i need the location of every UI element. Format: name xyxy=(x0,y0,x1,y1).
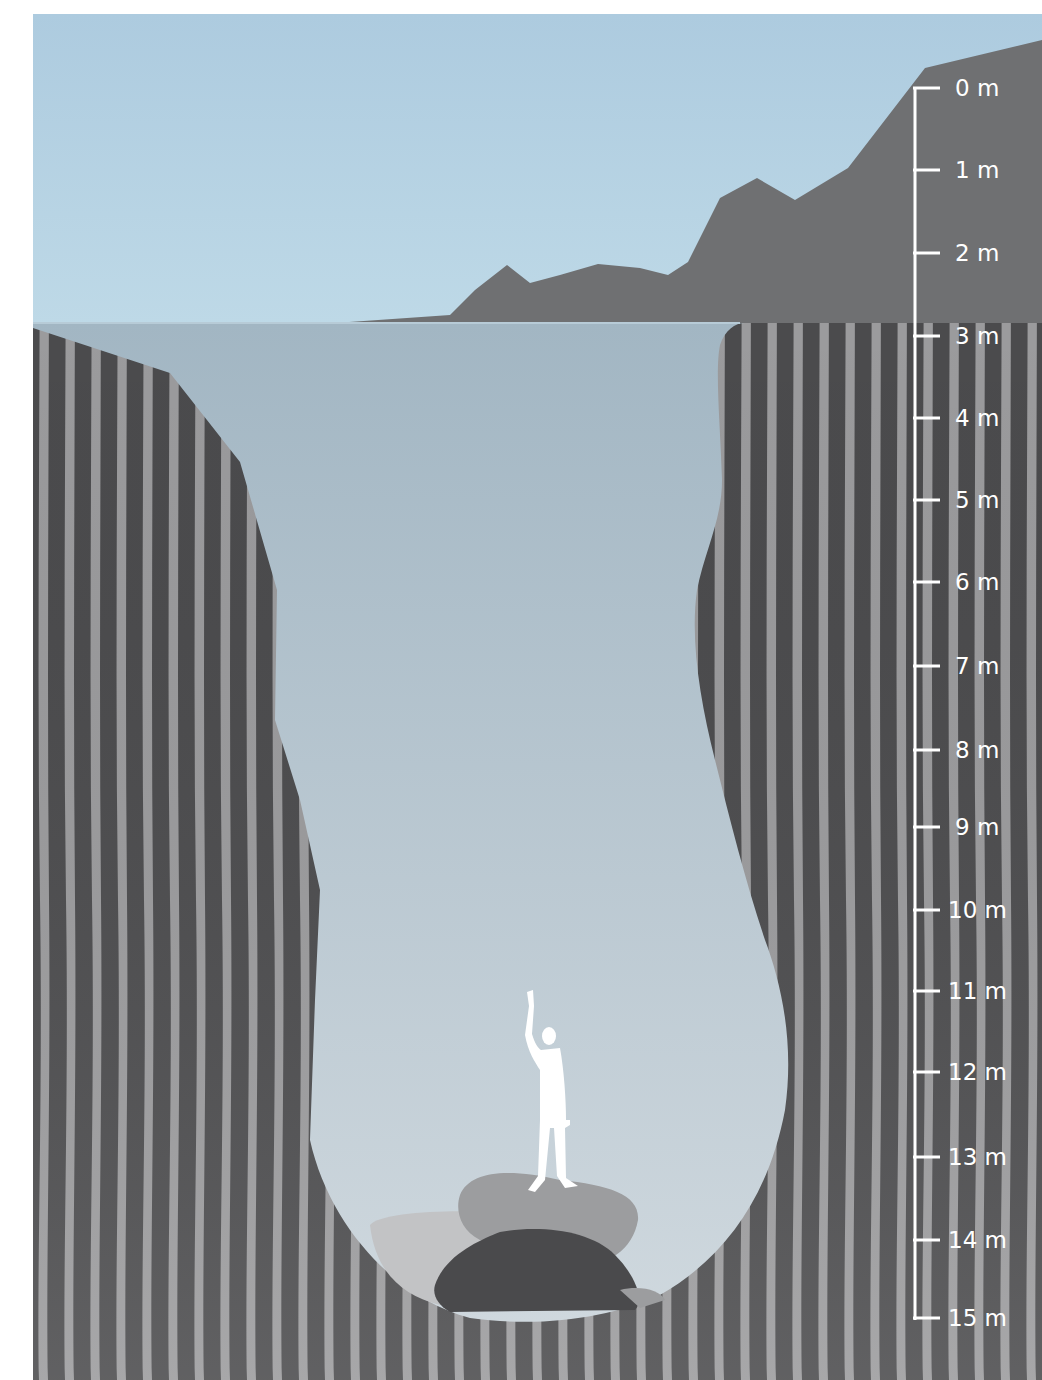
scale-tick xyxy=(913,909,940,912)
scale-tick xyxy=(913,1317,940,1320)
scale-tick xyxy=(913,499,940,502)
depth-label: 9 m xyxy=(955,813,999,841)
depth-label: 5 m xyxy=(955,486,999,514)
scale-tick xyxy=(913,749,940,752)
depth-label: 15 m xyxy=(948,1304,1007,1332)
depth-label: 13 m xyxy=(948,1143,1007,1171)
person-body xyxy=(525,990,578,1192)
depth-label: 10 m xyxy=(948,896,1007,924)
scale-tick xyxy=(913,87,940,90)
boulder xyxy=(434,1229,639,1312)
rock-wall xyxy=(33,323,1042,1380)
depth-label: 14 m xyxy=(948,1226,1007,1254)
scale-tick xyxy=(913,1239,940,1242)
depth-label: 12 m xyxy=(948,1058,1007,1086)
depth-label: 3 m xyxy=(955,322,999,350)
depth-scale xyxy=(913,87,940,1320)
rock-shade xyxy=(33,323,1042,1380)
depth-label: 4 m xyxy=(955,404,999,432)
water-surface xyxy=(33,322,740,324)
scale-tick xyxy=(913,826,940,829)
depth-label: 1 m xyxy=(955,156,999,184)
depth-label: 8 m xyxy=(955,736,999,764)
depth-label: 11 m xyxy=(948,977,1007,1005)
scale-tick xyxy=(913,1071,940,1074)
sky xyxy=(33,14,1042,324)
water xyxy=(33,323,788,1322)
scale-tick xyxy=(913,169,940,172)
depth-label: 6 m xyxy=(955,568,999,596)
scale-tick xyxy=(913,581,940,584)
depth-label: 2 m xyxy=(955,239,999,267)
scale-tick xyxy=(913,417,940,420)
scale-tick xyxy=(913,665,940,668)
scale-tick xyxy=(913,252,940,255)
pebble xyxy=(620,1288,665,1308)
scale-tick xyxy=(913,335,940,338)
person xyxy=(525,990,578,1192)
scale-tick xyxy=(913,1156,940,1159)
scale-axis xyxy=(914,87,917,1320)
depth-label: 7 m xyxy=(955,652,999,680)
person-head xyxy=(542,1027,556,1045)
mountains xyxy=(335,40,1042,324)
depth-label: 0 m xyxy=(955,74,999,102)
scale-tick xyxy=(913,990,940,993)
